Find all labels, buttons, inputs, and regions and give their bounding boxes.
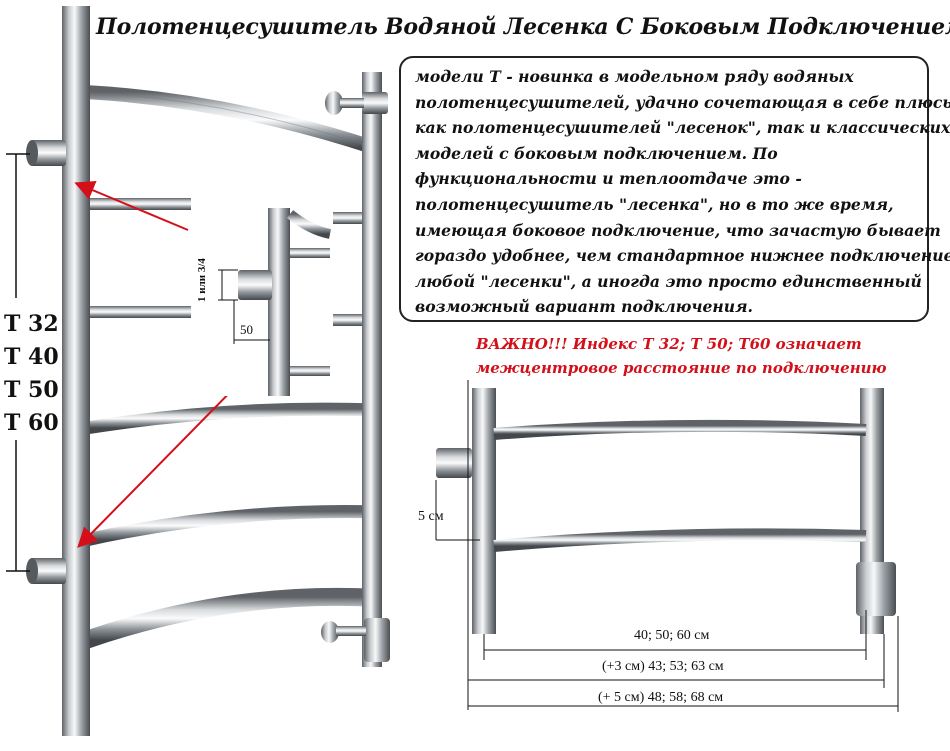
schematic-connector [436, 448, 472, 478]
model-item: Т 32 [4, 311, 59, 337]
valve-top-flange [325, 91, 343, 115]
rail-rung [84, 85, 378, 155]
description-line: возможный вариант подключения. [415, 297, 753, 317]
description-line: любой "лесенки", а иногда это просто еди… [415, 271, 922, 291]
description-line: гораздо удобнее, чем стандартное нижнее … [415, 246, 950, 266]
rail-left-tube [62, 6, 90, 736]
rail-rung [84, 505, 379, 547]
description-line: имеющая боковое подключение, что зачасту… [415, 220, 941, 240]
rail-rung [86, 306, 191, 318]
inset-detail [193, 202, 333, 396]
valve-top [362, 92, 388, 114]
important-line: межцентровое расстояние по подключению [476, 359, 887, 377]
width-plus3-label: (+3 см) 43; 53; 63 см [602, 659, 724, 674]
side-connector-top [30, 140, 66, 166]
model-list: Т 32 Т 40 Т 50 Т 60 [4, 308, 64, 440]
width-inner-label: 40; 50; 60 см [634, 628, 710, 643]
towel-rail-main [26, 6, 390, 736]
inset-offset-label: 50 [240, 322, 253, 337]
side-view-schematic [435, 380, 899, 712]
side-offset-label: 5 см [418, 509, 444, 524]
description-line: полотенцесушитель "лесенка", но в то же … [415, 194, 894, 214]
description-box: модели Т - новинка в модельном ряду водя… [399, 56, 950, 322]
red-arrows [74, 180, 249, 548]
description-line: модели Т - новинка в модельном ряду водя… [415, 67, 854, 86]
rail-right-tube [362, 72, 382, 667]
page-title: Полотенцесушитель Водяной Лесенка С Боко… [96, 14, 950, 40]
description-line: функциональности и теплоотдаче это - [415, 169, 802, 189]
width-plus5-label: (+ 5 см) 48; 58; 68 см [598, 690, 724, 705]
rail-rung [84, 91, 376, 149]
side-connector-bottom [30, 558, 66, 584]
rail-rung [83, 587, 379, 649]
model-item: Т 40 [4, 344, 59, 370]
inset-connector [238, 270, 272, 300]
model-dimension-bracket [6, 153, 30, 572]
description-line: моделей с боковым подключением. По [415, 143, 778, 163]
model-item: Т 50 [4, 377, 59, 403]
rail-rung [86, 198, 191, 210]
description-line: полотенцесушителей, удачно сочетающая в … [415, 92, 950, 112]
description-line: как полотенцесушителей "лесенок", так и … [415, 118, 950, 138]
important-note: ВАЖНО!!! Индекс Т 32; Т 50; Т60 означает… [476, 332, 936, 380]
model-item: Т 60 [4, 410, 59, 436]
valve-bottom [364, 618, 390, 662]
rail-rung [84, 402, 379, 435]
inset-thread-label: 1 или 3/4 [196, 258, 208, 302]
important-line: ВАЖНО!!! Индекс Т 32; Т 50; Т60 означает [476, 335, 862, 353]
